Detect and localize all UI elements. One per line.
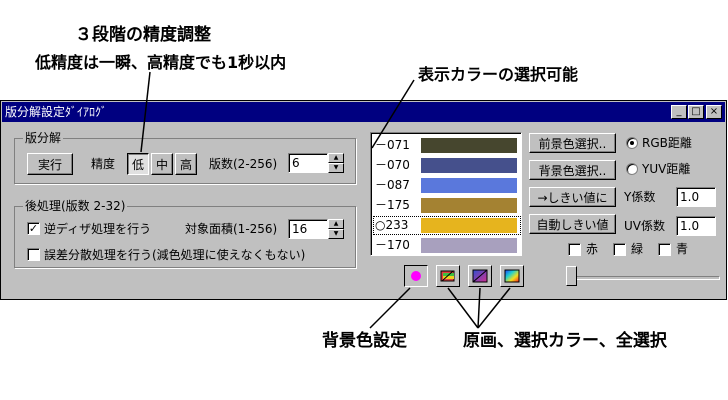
rgb-distance-radio[interactable] <box>626 137 638 149</box>
spin-up-icon[interactable]: ▲ <box>328 219 344 229</box>
color-item-label: －071 <box>375 138 410 152</box>
uv-coefficient-label: UV係数 <box>624 219 665 233</box>
threshold-slider-thumb[interactable] <box>566 266 577 286</box>
postprocess-group: 後処理(版数 2-32) <box>14 198 356 268</box>
select-all-icon <box>504 269 520 283</box>
separation-group-label: 版分解 <box>23 130 64 146</box>
uv-coefficient-input[interactable]: 1.0 <box>676 216 716 236</box>
blue-checkbox[interactable] <box>658 243 671 256</box>
plates-input[interactable]: 6 <box>288 153 328 173</box>
color-list-item[interactable]: －170 <box>373 236 521 255</box>
to-threshold-button[interactable]: →しきい値に <box>529 187 616 207</box>
close-button[interactable]: × <box>706 105 722 119</box>
precision-annotation-desc: 低精度は一瞬、高精度でも1秒以内 <box>35 53 287 72</box>
color-swatch <box>421 138 517 153</box>
color-swatch <box>421 158 517 173</box>
plates-label: 版数(2-256) <box>209 157 278 171</box>
separation-group: 版分解 <box>14 130 356 184</box>
color-item-label: －175 <box>375 198 410 212</box>
color-item-label: －087 <box>375 178 410 192</box>
background-color-dot-icon <box>411 271 421 281</box>
color-item-label: ○233 <box>375 218 409 232</box>
color-list-item[interactable]: －175 <box>373 196 521 215</box>
spin-down-icon[interactable]: ▼ <box>328 229 344 239</box>
yuv-distance-radio[interactable] <box>626 163 638 175</box>
color-list-item[interactable]: －070 <box>373 156 521 175</box>
color-swatch <box>421 178 517 193</box>
selected-color-icon <box>472 269 488 283</box>
y-coefficient-input[interactable]: 1.0 <box>676 187 716 207</box>
foreground-color-button[interactable]: 前景色選択.. <box>529 133 616 153</box>
color-swatch <box>421 198 517 213</box>
minimize-button[interactable]: _ <box>671 105 687 119</box>
error-diffusion-checkbox[interactable] <box>27 248 40 261</box>
precision-label: 精度 <box>91 157 116 171</box>
precision-high-button[interactable]: 高 <box>175 153 197 175</box>
red-checkbox[interactable] <box>568 243 581 256</box>
area-input[interactable]: 16 <box>288 219 328 239</box>
postprocess-group-label: 後処理(版数 2-32) <box>23 198 128 214</box>
yuv-distance-label: YUV距離 <box>642 162 691 176</box>
selected-color-button[interactable] <box>468 265 492 287</box>
spin-up-icon[interactable]: ▲ <box>328 153 344 163</box>
color-swatch <box>421 218 517 233</box>
color-list-item[interactable]: －071 <box>373 136 521 155</box>
green-label: 緑 <box>631 242 644 256</box>
blue-label: 青 <box>676 242 689 256</box>
bg-color-annotation: 背景色設定 <box>322 331 407 351</box>
green-checkbox[interactable] <box>613 243 626 256</box>
precision-annotation-title: ３段階の精度調整 <box>75 25 211 45</box>
color-item-label: －070 <box>375 158 410 172</box>
red-label: 赤 <box>586 242 599 256</box>
area-label: 対象面積(1-256) <box>185 222 278 236</box>
color-list-item[interactable]: ○233 <box>373 216 521 235</box>
auto-threshold-button[interactable]: 自動しきい値 <box>529 214 616 234</box>
dither-label: 逆ディザ処理を行う <box>44 222 152 236</box>
original-image-icon <box>440 270 455 282</box>
error-diffusion-label: 誤差分散処理を行う(減色処理に使えなくもない) <box>44 248 306 262</box>
select-all-button[interactable] <box>500 265 524 287</box>
precision-mid-button[interactable]: 中 <box>151 153 173 175</box>
color-swatch <box>421 238 517 253</box>
precision-low-button[interactable]: 低 <box>127 153 149 175</box>
checkmark-icon: ✓ <box>28 222 39 235</box>
color-list[interactable]: －071 －070 －087 －175 ○233 －170 <box>370 132 522 256</box>
title-bar: 版分解設定ﾀﾞｲｱﾛｸﾞ _ □ × <box>2 102 725 122</box>
y-coefficient-label: Y係数 <box>624 190 656 204</box>
rgb-distance-label: RGB距離 <box>642 136 692 150</box>
spin-down-icon[interactable]: ▼ <box>328 163 344 173</box>
window-title: 版分解設定ﾀﾞｲｱﾛｸﾞ <box>5 105 108 119</box>
run-button[interactable]: 実行 <box>27 153 73 175</box>
background-color-select-button[interactable]: 背景色選択.. <box>529 160 616 180</box>
image-select-annotation: 原画、選択カラー、全選択 <box>463 331 667 351</box>
maximize-button[interactable]: □ <box>688 105 704 119</box>
area-spinner[interactable]: ▲▼ <box>328 219 344 239</box>
color-item-label: －170 <box>375 238 410 252</box>
color-list-item[interactable]: －087 <box>373 176 521 195</box>
color-select-annotation: 表示カラーの選択可能 <box>418 65 579 84</box>
dither-checkbox[interactable]: ✓ <box>27 222 40 235</box>
plates-spinner[interactable]: ▲▼ <box>328 153 344 173</box>
background-color-button[interactable] <box>404 265 428 287</box>
threshold-slider-track[interactable] <box>570 276 720 280</box>
original-image-button[interactable] <box>436 265 460 287</box>
